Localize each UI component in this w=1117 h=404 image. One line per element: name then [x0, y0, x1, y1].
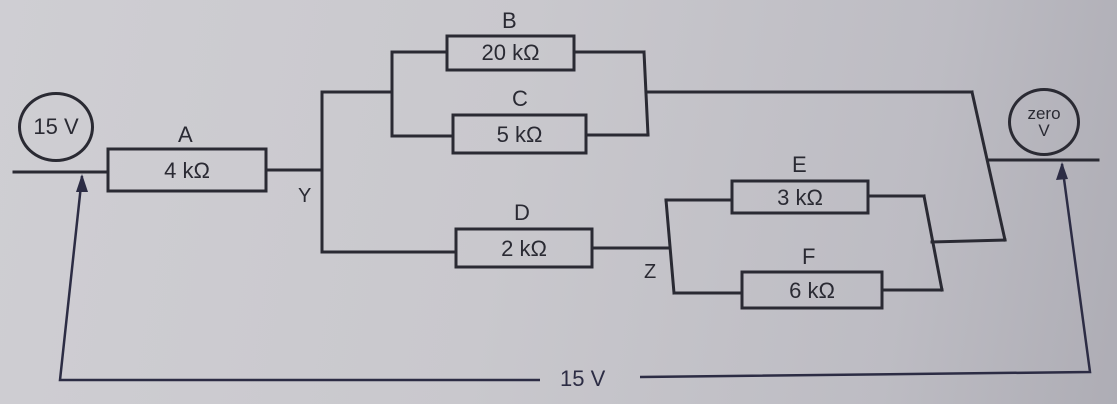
measured-pd-label: 15 V — [560, 366, 606, 391]
resistor-d-value: 2 kΩ — [501, 236, 547, 261]
resistor-f-name: F — [802, 244, 816, 269]
resistor-e-value: 3 kΩ — [777, 185, 823, 210]
resistor-b-value: 20 kΩ — [481, 40, 540, 65]
zero-terminal-label-top: zero — [1027, 104, 1061, 123]
positive-terminal-label: 15 V — [33, 114, 79, 139]
wire-out-bus — [970, 90, 1007, 242]
resistor-c-value: 5 kΩ — [496, 122, 543, 147]
resistor-b-name: B — [502, 8, 517, 33]
wire-ef-to-out — [930, 238, 1007, 244]
wire-bc-right-bus — [642, 50, 650, 137]
zero-terminal-label-bottom: V — [1038, 121, 1050, 140]
resistor-e-name: E — [792, 152, 807, 177]
arrow-head-right-icon — [1056, 162, 1068, 180]
pd-measurement-line — [58, 175, 540, 382]
resistor-a-value: 4 kΩ — [164, 158, 210, 183]
pd-measurement-line-right — [639, 163, 1092, 379]
resistor-c-name: C — [512, 86, 528, 111]
node-y-label: Y — [298, 185, 312, 207]
zero-terminal-badge: zero V — [1008, 88, 1080, 156]
resistor-f-value: 6 kΩ — [789, 278, 835, 303]
node-z-label: Z — [644, 261, 657, 283]
resistor-a-name: A — [178, 122, 193, 147]
positive-terminal-badge: 15 V — [18, 92, 94, 162]
resistor-d-name: D — [514, 200, 530, 225]
arrow-head-left-icon — [76, 174, 88, 192]
wire-z-bus — [664, 198, 676, 295]
